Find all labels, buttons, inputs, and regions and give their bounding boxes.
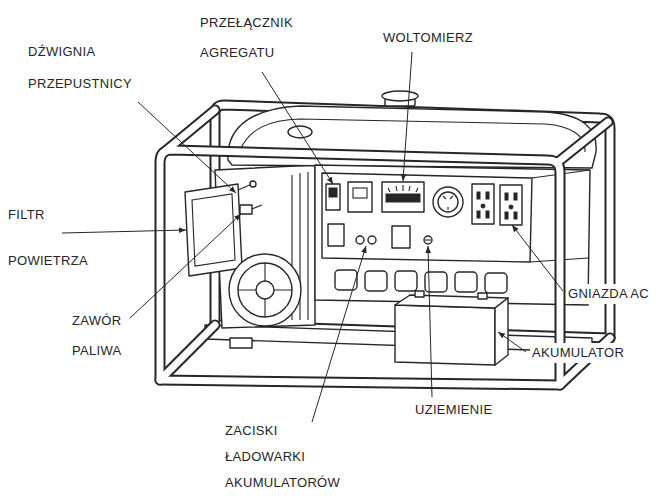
drawing-part: [322, 173, 532, 262]
drawing-part: [505, 212, 508, 219]
drawing-part: [215, 105, 610, 338]
part-label: PRZEŁĄCZNIK AGREGATU: [200, 8, 293, 68]
drawing-part: [438, 192, 458, 212]
drawing-part: [185, 184, 242, 276]
drawing-part: [395, 305, 495, 365]
drawing-part: [478, 293, 487, 299]
drawing-part: [512, 225, 563, 291]
drawing-part: [386, 194, 420, 202]
part-label: GNIAZDA AC: [566, 284, 651, 304]
drawing-part: [477, 192, 480, 199]
label-anchor: DŹWIGNIA PRZEPUSTNICY: [28, 36, 132, 100]
drawing-part: [365, 271, 387, 291]
label-anchor: ZACISKI ŁADOWARKI AKUMULATORÓW: [225, 418, 340, 496]
drawing-part: [215, 105, 610, 338]
drawing-part: [312, 246, 366, 422]
generator-body: [185, 91, 596, 365]
drawing-part: [328, 224, 344, 246]
drawing-part: [403, 52, 412, 181]
part-label: ZAWÓR PALIWA: [72, 306, 121, 366]
drawing-part: [424, 236, 432, 244]
drawing-part: [62, 230, 186, 233]
label-anchor: GNIAZDA AC: [566, 284, 651, 304]
drawing-part: [382, 182, 424, 212]
drawing-part: [368, 236, 376, 244]
drawing-part: [509, 205, 513, 209]
drawing-part: [477, 211, 480, 218]
drawing-part: [500, 185, 522, 225]
drawing-part: [425, 239, 431, 240]
drawing-part: [252, 205, 262, 209]
drawing-part: [138, 102, 236, 193]
drawing-part: [160, 150, 560, 385]
label-anchor: UZIEMIENIE: [413, 400, 494, 420]
frame-back: [215, 105, 610, 338]
drawing-part: [262, 72, 333, 184]
drawing-part: [229, 254, 301, 326]
drawing-part: [348, 182, 372, 212]
drawing-part: [495, 298, 508, 365]
drawing-part: [443, 196, 453, 210]
drawing-part: [240, 205, 252, 214]
drawing-part: [455, 272, 477, 292]
drawing-part: [315, 165, 590, 305]
label-anchor: WOLTOMIERZ: [383, 28, 473, 48]
drawing-part: [486, 192, 489, 199]
drawing-part: [395, 271, 417, 291]
drawing-part: [505, 193, 508, 200]
drawing-part: [356, 236, 364, 244]
drawing-part: [250, 181, 256, 187]
drawing-part: [433, 187, 463, 217]
part-label: DŹWIGNIA PRZEPUSTNICY: [28, 36, 132, 100]
drawing-part: [485, 273, 507, 293]
label-anchor: AKUMULATOR: [530, 343, 626, 363]
drawing-part: [514, 212, 517, 219]
part-label: AKUMULATOR: [530, 343, 626, 363]
part-label: ZACISKI ŁADOWARKI AKUMULATORÓW: [225, 418, 340, 496]
drawing-part: [230, 338, 252, 348]
drawing-part: [353, 188, 367, 198]
leader-lines: [62, 52, 563, 422]
drawing-part: [256, 281, 274, 299]
part-label: WOLTOMIERZ: [383, 28, 473, 48]
drawing-part: [395, 295, 508, 308]
drawing-part: [388, 185, 418, 192]
drawing-part: [238, 263, 292, 317]
drawing-part: [392, 226, 410, 248]
part-label: FILTR POWIETRZA: [8, 192, 88, 284]
drawing-part: [486, 211, 489, 218]
drawing-part: [415, 291, 424, 297]
drawing-part: [238, 263, 292, 317]
drawing-part: [192, 194, 235, 266]
drawing-part: [428, 246, 432, 397]
label-anchor: FILTR POWIETRZA: [8, 192, 88, 284]
label-anchor: PRZEŁĄCZNIK AGREGATU: [200, 8, 293, 68]
label-anchor: ZAWÓR PALIWA: [72, 306, 121, 366]
drawing-part: [498, 332, 526, 352]
drawing-part: [472, 184, 494, 224]
drawing-part: [329, 188, 337, 197]
drawing-part: [481, 204, 485, 208]
drawing-part: [240, 119, 585, 152]
drawing-part: [130, 214, 241, 318]
drawing-part: [160, 150, 560, 385]
drawing-part: [382, 91, 418, 101]
part-label: UZIEMIENIE: [413, 400, 494, 420]
drawing-part: [326, 184, 340, 210]
drawing-part: [514, 193, 517, 200]
